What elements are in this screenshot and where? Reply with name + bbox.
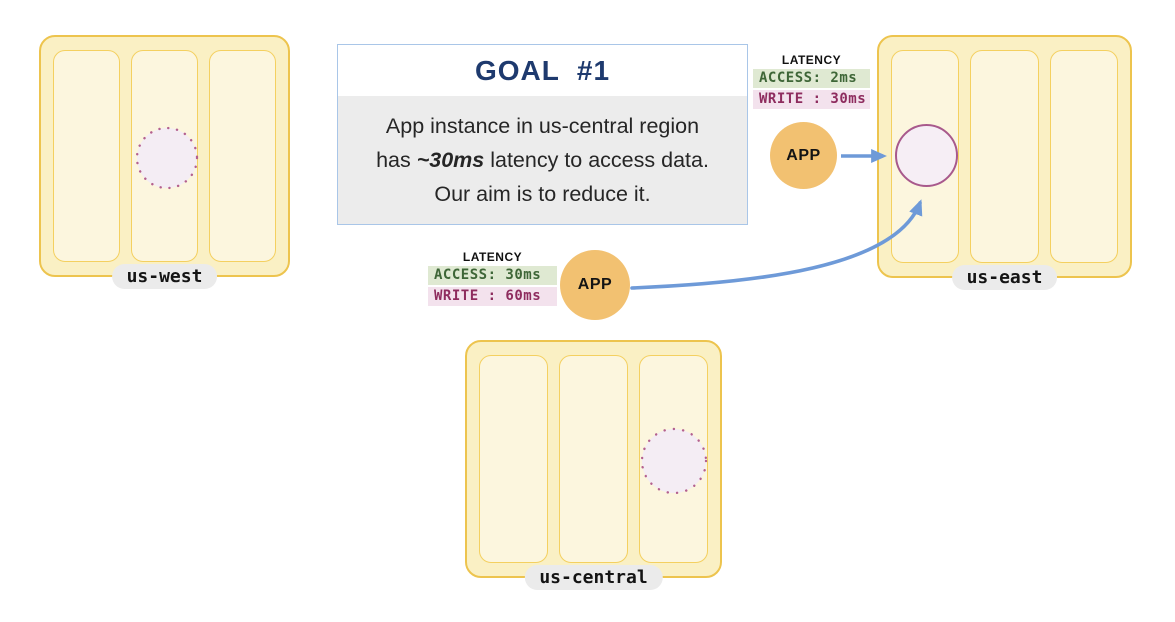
latency-write-row: WRITE : 30ms xyxy=(753,90,870,109)
latency-access-row: ACCESS: 30ms xyxy=(428,266,557,285)
goal-emphasis: ~30ms xyxy=(416,148,485,172)
replica-placeholder-us-west xyxy=(135,126,199,190)
replica-placeholder-us-central xyxy=(640,427,708,495)
availability-zone xyxy=(53,50,120,262)
availability-zone xyxy=(209,50,276,262)
region-label-us-west: us-west xyxy=(111,264,218,289)
app-node-us-central: APP xyxy=(560,250,630,320)
app-node-label: APP xyxy=(786,146,821,164)
latency-access-row: ACCESS: 2ms xyxy=(753,69,870,88)
region-us-east: us-east xyxy=(877,35,1132,290)
goal-line-1: App instance in us-central region xyxy=(385,114,700,138)
region-label-us-central: us-central xyxy=(524,565,663,590)
region-label-us-east: us-east xyxy=(951,265,1058,290)
latency-write-row: WRITE : 60ms xyxy=(428,287,557,306)
latency-panel-us-central-app: LATENCY ACCESS: 30ms WRITE : 60ms xyxy=(428,250,557,308)
latency-title: LATENCY xyxy=(462,250,523,264)
latency-title: LATENCY xyxy=(781,53,842,67)
latency-panel-us-east-app: LATENCY ACCESS: 2ms WRITE : 30ms xyxy=(753,53,870,111)
region-us-west: us-west xyxy=(39,35,290,289)
goal-callout: GOAL #1 App instance in us-central regio… xyxy=(337,44,748,225)
availability-zone xyxy=(479,355,548,563)
goal-header: GOAL #1 xyxy=(338,45,747,96)
region-us-central: us-central xyxy=(465,340,722,590)
availability-zone xyxy=(970,50,1039,263)
goal-title: GOAL #1 xyxy=(474,54,611,86)
data-node-us-east xyxy=(895,124,958,187)
availability-zone xyxy=(559,355,628,563)
goal-line-2: has ~30ms latency to access data. xyxy=(376,148,709,172)
goal-line-3: Our aim is to reduce it. xyxy=(434,182,651,206)
availability-zone xyxy=(1049,50,1118,263)
goal-body: App instance in us-central region has ~3… xyxy=(338,96,747,224)
app-node-label: APP xyxy=(577,276,613,293)
app-node-us-east: APP xyxy=(770,122,837,189)
